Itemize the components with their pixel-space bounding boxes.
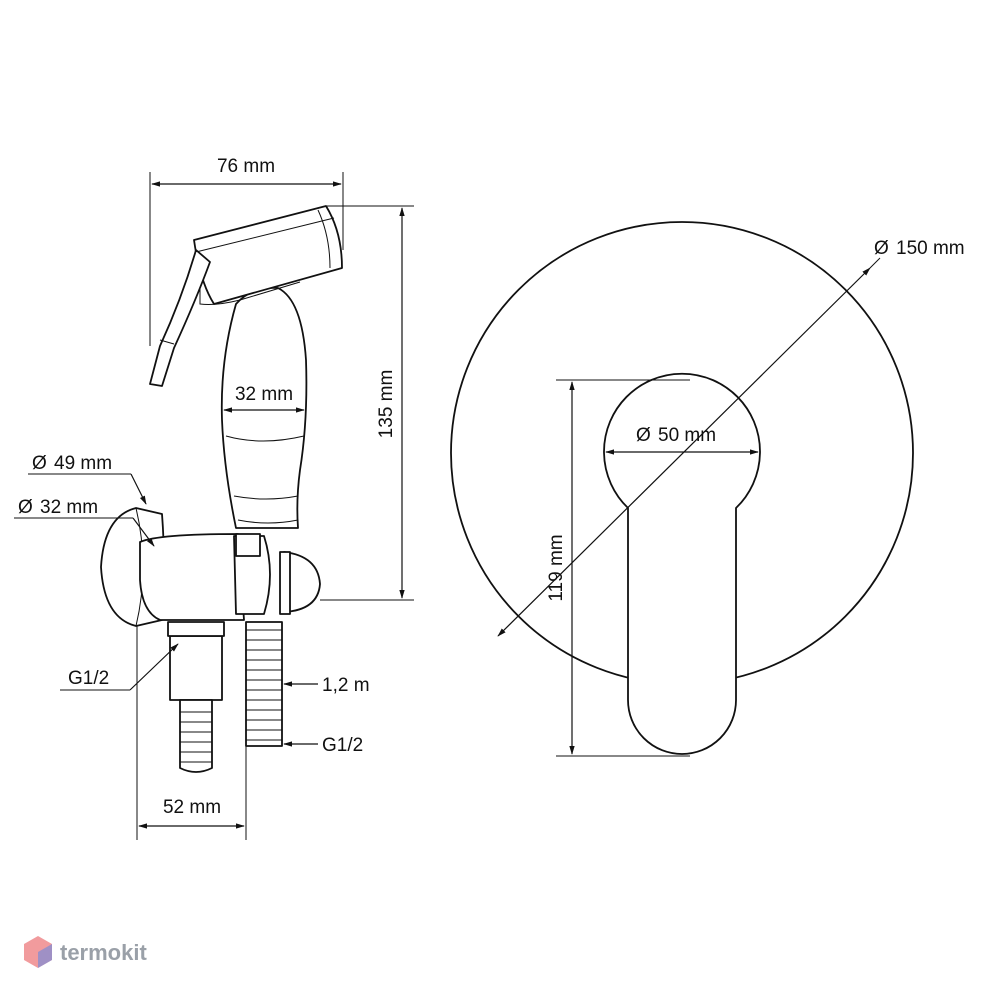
diameter-symbol-icon: Ø	[636, 425, 651, 446]
shower-hose	[245, 621, 283, 747]
outlet-connector	[169, 635, 223, 701]
outlet-hose	[179, 699, 213, 773]
label-total-height: 135 mm	[376, 370, 397, 439]
label-outlet-thread: G1/2	[68, 668, 109, 689]
label-spray-width: 76 mm	[217, 156, 275, 177]
label-hose-length: 1,2 m	[322, 675, 370, 696]
label-flange-outer-diameter: 49 mm	[54, 453, 112, 474]
dimension-lines-left	[14, 172, 414, 840]
spray-handle	[220, 286, 308, 529]
label-hose-thread: G1/2	[322, 735, 363, 756]
holder-knob	[283, 551, 321, 613]
label-handle-height: 119 mm	[546, 534, 567, 601]
label-handle-diameter: 50 mm	[658, 425, 716, 446]
termokit-logo: termokit	[24, 936, 147, 968]
cube-logo-icon	[24, 936, 52, 968]
label-spray-body-diameter: 32 mm	[235, 384, 293, 405]
dimension-labels-left: 76 mm 32 mm 135 mm Ø 49 mm Ø 32 mm G1/2 …	[18, 156, 397, 818]
shower-set-side-view	[100, 205, 343, 773]
holder-body	[139, 533, 245, 621]
dimension-labels-right: Ø 150 mm Ø 50 mm 119 mm	[546, 238, 965, 602]
label-holder-depth: 52 mm	[163, 797, 221, 818]
watermark-text: termokit	[60, 940, 147, 965]
diameter-symbol-icon: Ø	[18, 497, 33, 518]
mixer-front-view	[450, 221, 914, 757]
label-flange-inner-diameter: 32 mm	[40, 497, 98, 518]
diameter-symbol-icon: Ø	[874, 238, 889, 259]
spray-lever	[149, 249, 211, 387]
spray-head	[193, 205, 343, 305]
label-plate-diameter: 150 mm	[896, 238, 965, 259]
diameter-symbol-icon: Ø	[32, 453, 47, 474]
